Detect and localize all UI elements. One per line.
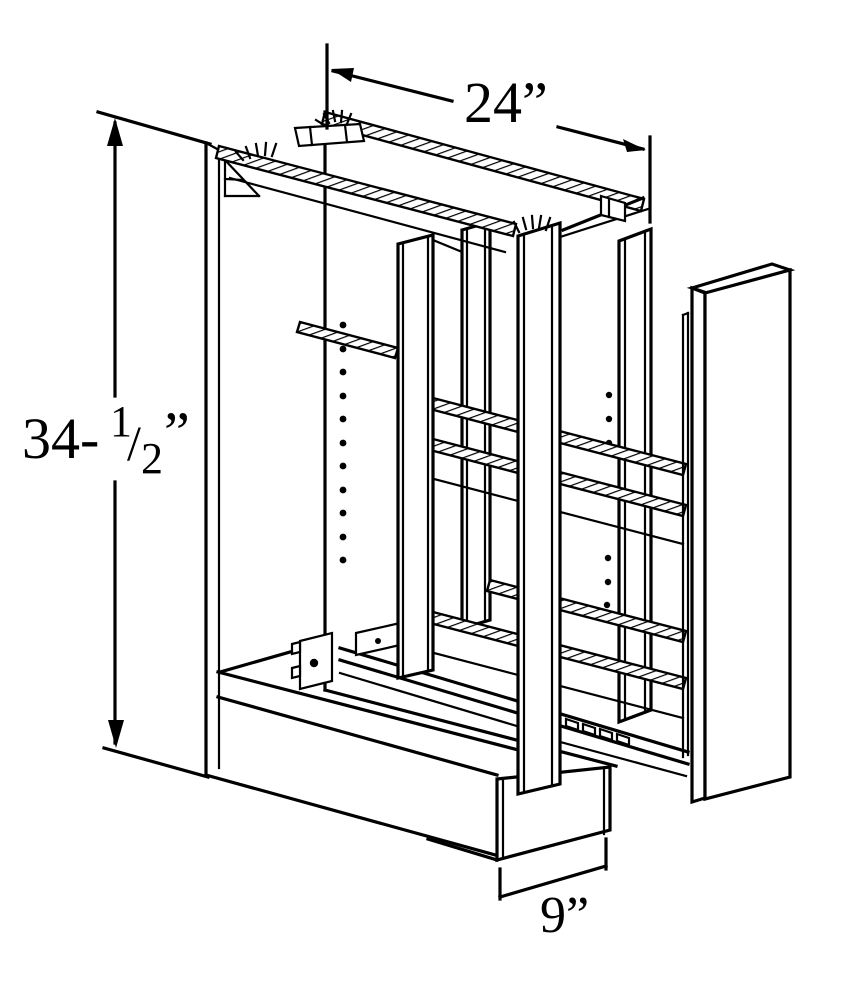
corner-brace: [223, 158, 261, 198]
bottom-dimension-label: 9”: [540, 887, 589, 944]
height-slash: /: [127, 415, 141, 471]
shelf-pin-holes-left: [339, 321, 347, 564]
top-frame: [214, 109, 650, 254]
corner-block: [293, 122, 366, 148]
right-side-panel: [323, 110, 618, 768]
extension-line-bottom: [102, 746, 210, 779]
dimension-bottom: 9”: [498, 837, 608, 944]
pullout-front-post: [516, 220, 562, 797]
arrowhead-right: [623, 139, 646, 152]
pullout-frame: [396, 220, 562, 797]
extension-line-top: [96, 110, 212, 146]
height-unit: ”: [164, 400, 190, 465]
slide-bracket-front: [290, 631, 334, 691]
height-numerator: 1: [110, 397, 132, 446]
height-whole: 34-: [22, 406, 99, 471]
top-dimension-label: 24”: [464, 70, 548, 135]
height-denominator: 2: [141, 434, 163, 483]
left-dimension-label: 34- 1 / 2 ”: [22, 397, 190, 483]
corner-fan-left: [234, 141, 278, 162]
arrowhead-left: [331, 68, 354, 82]
pullout-middle-post: [460, 219, 492, 631]
dimension-left: 34- 1 / 2 ”: [22, 110, 212, 779]
pullout-door: [681, 262, 796, 805]
stile-top-cap: [599, 194, 627, 223]
arrowhead-up: [107, 118, 123, 146]
front-right-stile: [617, 226, 653, 725]
corner-fan-front: [512, 214, 552, 234]
door-face: [703, 267, 792, 802]
shelf-pin-holes-right: [603, 391, 613, 609]
door-side-edge: [690, 285, 707, 805]
dimension-top: 24”: [325, 43, 652, 224]
pullout-rear-post: [396, 232, 464, 681]
arrowhead-down: [108, 720, 124, 748]
